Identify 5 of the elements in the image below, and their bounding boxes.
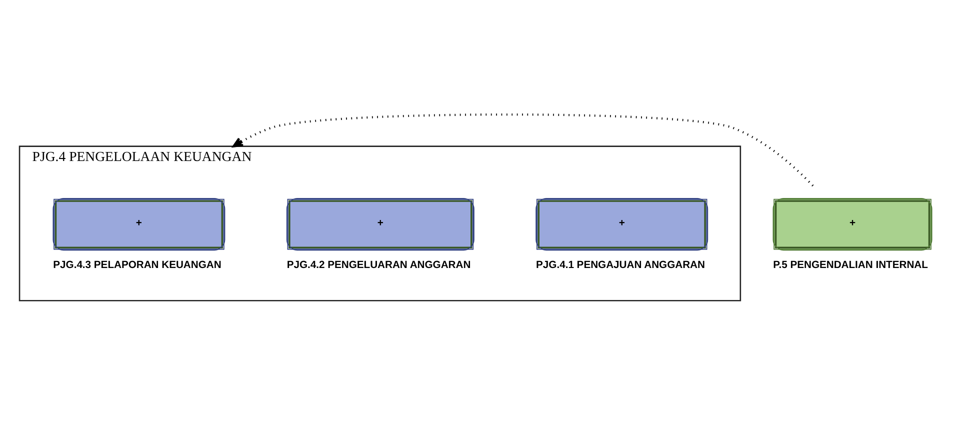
node-label: P.5 PENGENDALIAN INTERNAL (773, 259, 928, 270)
node-label: PJG.4.1 PENGAJUAN ANGGARAN (536, 259, 705, 270)
node-label: PJG.4.2 PENGELUARAN ANGGARAN (286, 259, 471, 270)
arrow (232, 112, 814, 186)
node-label: PJG.4.3 PELAPORAN KEUANGAN (53, 259, 222, 270)
